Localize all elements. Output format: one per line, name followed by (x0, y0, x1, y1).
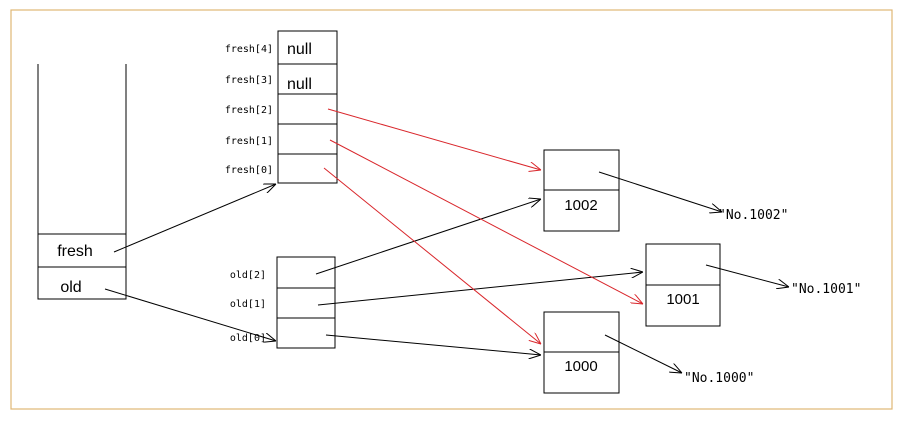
old-array: old[2] old[1] old[0] (230, 256, 336, 349)
stack-slot-old (37, 266, 127, 300)
arrow-old-to-array (104, 288, 276, 341)
string-literal: "No.1000" (684, 371, 754, 386)
arrow-old1-to-1001 (317, 272, 643, 306)
old-array-box (276, 256, 336, 349)
arrow-1000-to-string (604, 334, 682, 373)
stack-slot-label: old (60, 279, 81, 296)
string-literal: "No.1001" (791, 282, 861, 297)
array-index-label: fresh[3] (225, 75, 273, 86)
fresh-array-box (277, 30, 338, 184)
arrow-fresh0-to-1000 (323, 167, 541, 344)
array-index-label: fresh[1] (225, 136, 273, 147)
arrow-1002-to-string (598, 171, 722, 212)
array-index-label: fresh[0] (225, 165, 273, 176)
arrow-fresh2-to-1002 (327, 108, 541, 170)
object-value: 1000 (564, 358, 597, 375)
arrow-fresh-to-array (113, 184, 276, 253)
array-index-label: old[0] (230, 333, 266, 344)
array-index-label: old[2] (230, 270, 266, 281)
array-cell-value: null (287, 76, 312, 93)
stack-slot-label: fresh (57, 243, 93, 260)
stack-slot-fresh (37, 233, 127, 268)
stack: fresh old (37, 64, 127, 300)
arrow-1001-to-string (705, 264, 789, 287)
arrow-old2-to-1002 (315, 199, 541, 275)
fresh-array: null null fresh[4] fresh[3] fresh[2] fre… (225, 30, 338, 184)
object-1000: 1000 (543, 311, 620, 394)
array-index-label: fresh[4] (225, 44, 273, 55)
arrow-fresh1-to-1001 (329, 139, 643, 304)
string-literal: "No.1002" (718, 208, 788, 223)
object-value: 1002 (564, 197, 597, 214)
array-index-label: fresh[2] (225, 105, 273, 116)
diagram-frame (10, 9, 893, 410)
object-1002: 1002 (543, 149, 620, 232)
array-index-label: old[1] (230, 299, 266, 310)
object-value: 1001 (666, 291, 699, 308)
array-cell-value: null (287, 41, 312, 58)
object-1001: 1001 (645, 243, 721, 327)
arrow-old0-to-1000 (325, 334, 541, 355)
